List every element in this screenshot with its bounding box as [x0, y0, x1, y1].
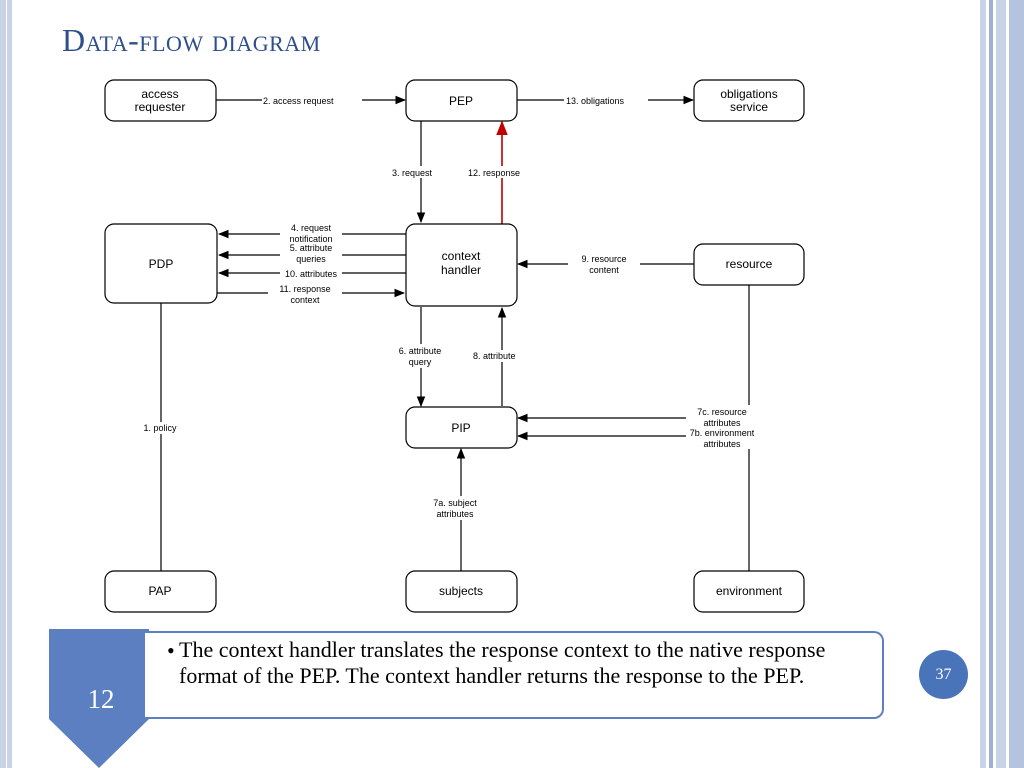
label-request: 3. request — [392, 168, 433, 178]
label-attribute-queries-2: queries — [296, 254, 326, 264]
label-environment-attributes-2: attributes — [703, 439, 741, 449]
label-response-context-1: 11. response — [279, 284, 330, 294]
label-access-request: 2. access request — [263, 96, 334, 106]
label-subject-attributes-2: attributes — [436, 509, 474, 519]
description-box: • The context handler translates the res… — [145, 631, 884, 719]
node-environment — [693, 570, 805, 613]
step-badge-shape — [49, 629, 149, 768]
node-label-subjects: subjects — [439, 584, 483, 598]
label-response: 12. response — [468, 168, 520, 178]
label-resource-content-2: content — [589, 265, 619, 275]
label-resource-attributes-2: attributes — [703, 418, 741, 428]
label-attributes: 10. attributes — [285, 269, 338, 279]
label-resource-content-1: 9. resource — [581, 254, 626, 264]
label-attribute-query-1: 6. attribute — [399, 346, 442, 356]
left-frame-border — [0, 0, 12, 768]
label-masks — [132, 94, 758, 520]
node-label-context-handler-1: context — [442, 249, 481, 263]
node-label-pap: PAP — [148, 584, 171, 598]
node-access-requester — [104, 79, 217, 122]
node-subjects — [405, 570, 518, 613]
node-label-environment: environment — [716, 584, 783, 598]
label-attribute: 8. attribute — [473, 351, 516, 361]
description-text: The context handler translates the respo… — [179, 637, 826, 688]
node-label-obligations-service-1: obligations — [720, 87, 777, 101]
edge-labels: 2. access request 13. obligations 3. req… — [143, 96, 754, 519]
label-obligations: 13. obligations — [566, 96, 625, 106]
diagram-nodes — [104, 79, 805, 613]
label-attribute-queries-1: 5. attribute — [290, 243, 333, 253]
slide-title: Data-flow diagram — [62, 22, 321, 58]
node-pip — [405, 406, 518, 449]
node-label-pip: PIP — [451, 421, 470, 435]
node-context-handler — [405, 223, 518, 307]
label-request-notification-1: 4. request — [291, 223, 332, 233]
node-labels: access requester PEP obligations service… — [135, 87, 783, 598]
node-label-access-requester-1: access — [141, 87, 178, 101]
node-label-pdp: PDP — [149, 257, 174, 271]
node-pep — [405, 79, 518, 122]
node-label-obligations-service-2: service — [730, 100, 768, 114]
node-pap — [104, 570, 217, 613]
node-label-access-requester-2: requester — [135, 100, 186, 114]
page-number-badge: 37 — [919, 650, 968, 699]
node-label-resource: resource — [726, 257, 773, 271]
label-request-notification-2: notification — [289, 234, 332, 244]
node-label-pep: PEP — [449, 94, 473, 108]
label-policy: 1. policy — [143, 423, 177, 433]
label-environment-attributes-1: 7b. environment — [690, 428, 755, 438]
node-obligations-service — [693, 79, 805, 122]
right-frame-border — [980, 0, 1024, 768]
node-pdp — [104, 223, 218, 304]
label-subject-attributes-1: 7a. subject — [433, 498, 477, 508]
label-resource-attributes-1: 7c. resource — [697, 407, 747, 417]
node-label-context-handler-2: handler — [441, 263, 481, 277]
label-response-context-2: context — [290, 295, 320, 305]
step-number: 12 — [87, 684, 115, 714]
node-resource — [693, 243, 805, 286]
label-attribute-query-2: query — [409, 357, 432, 367]
bullet-marker: • — [167, 638, 175, 663]
